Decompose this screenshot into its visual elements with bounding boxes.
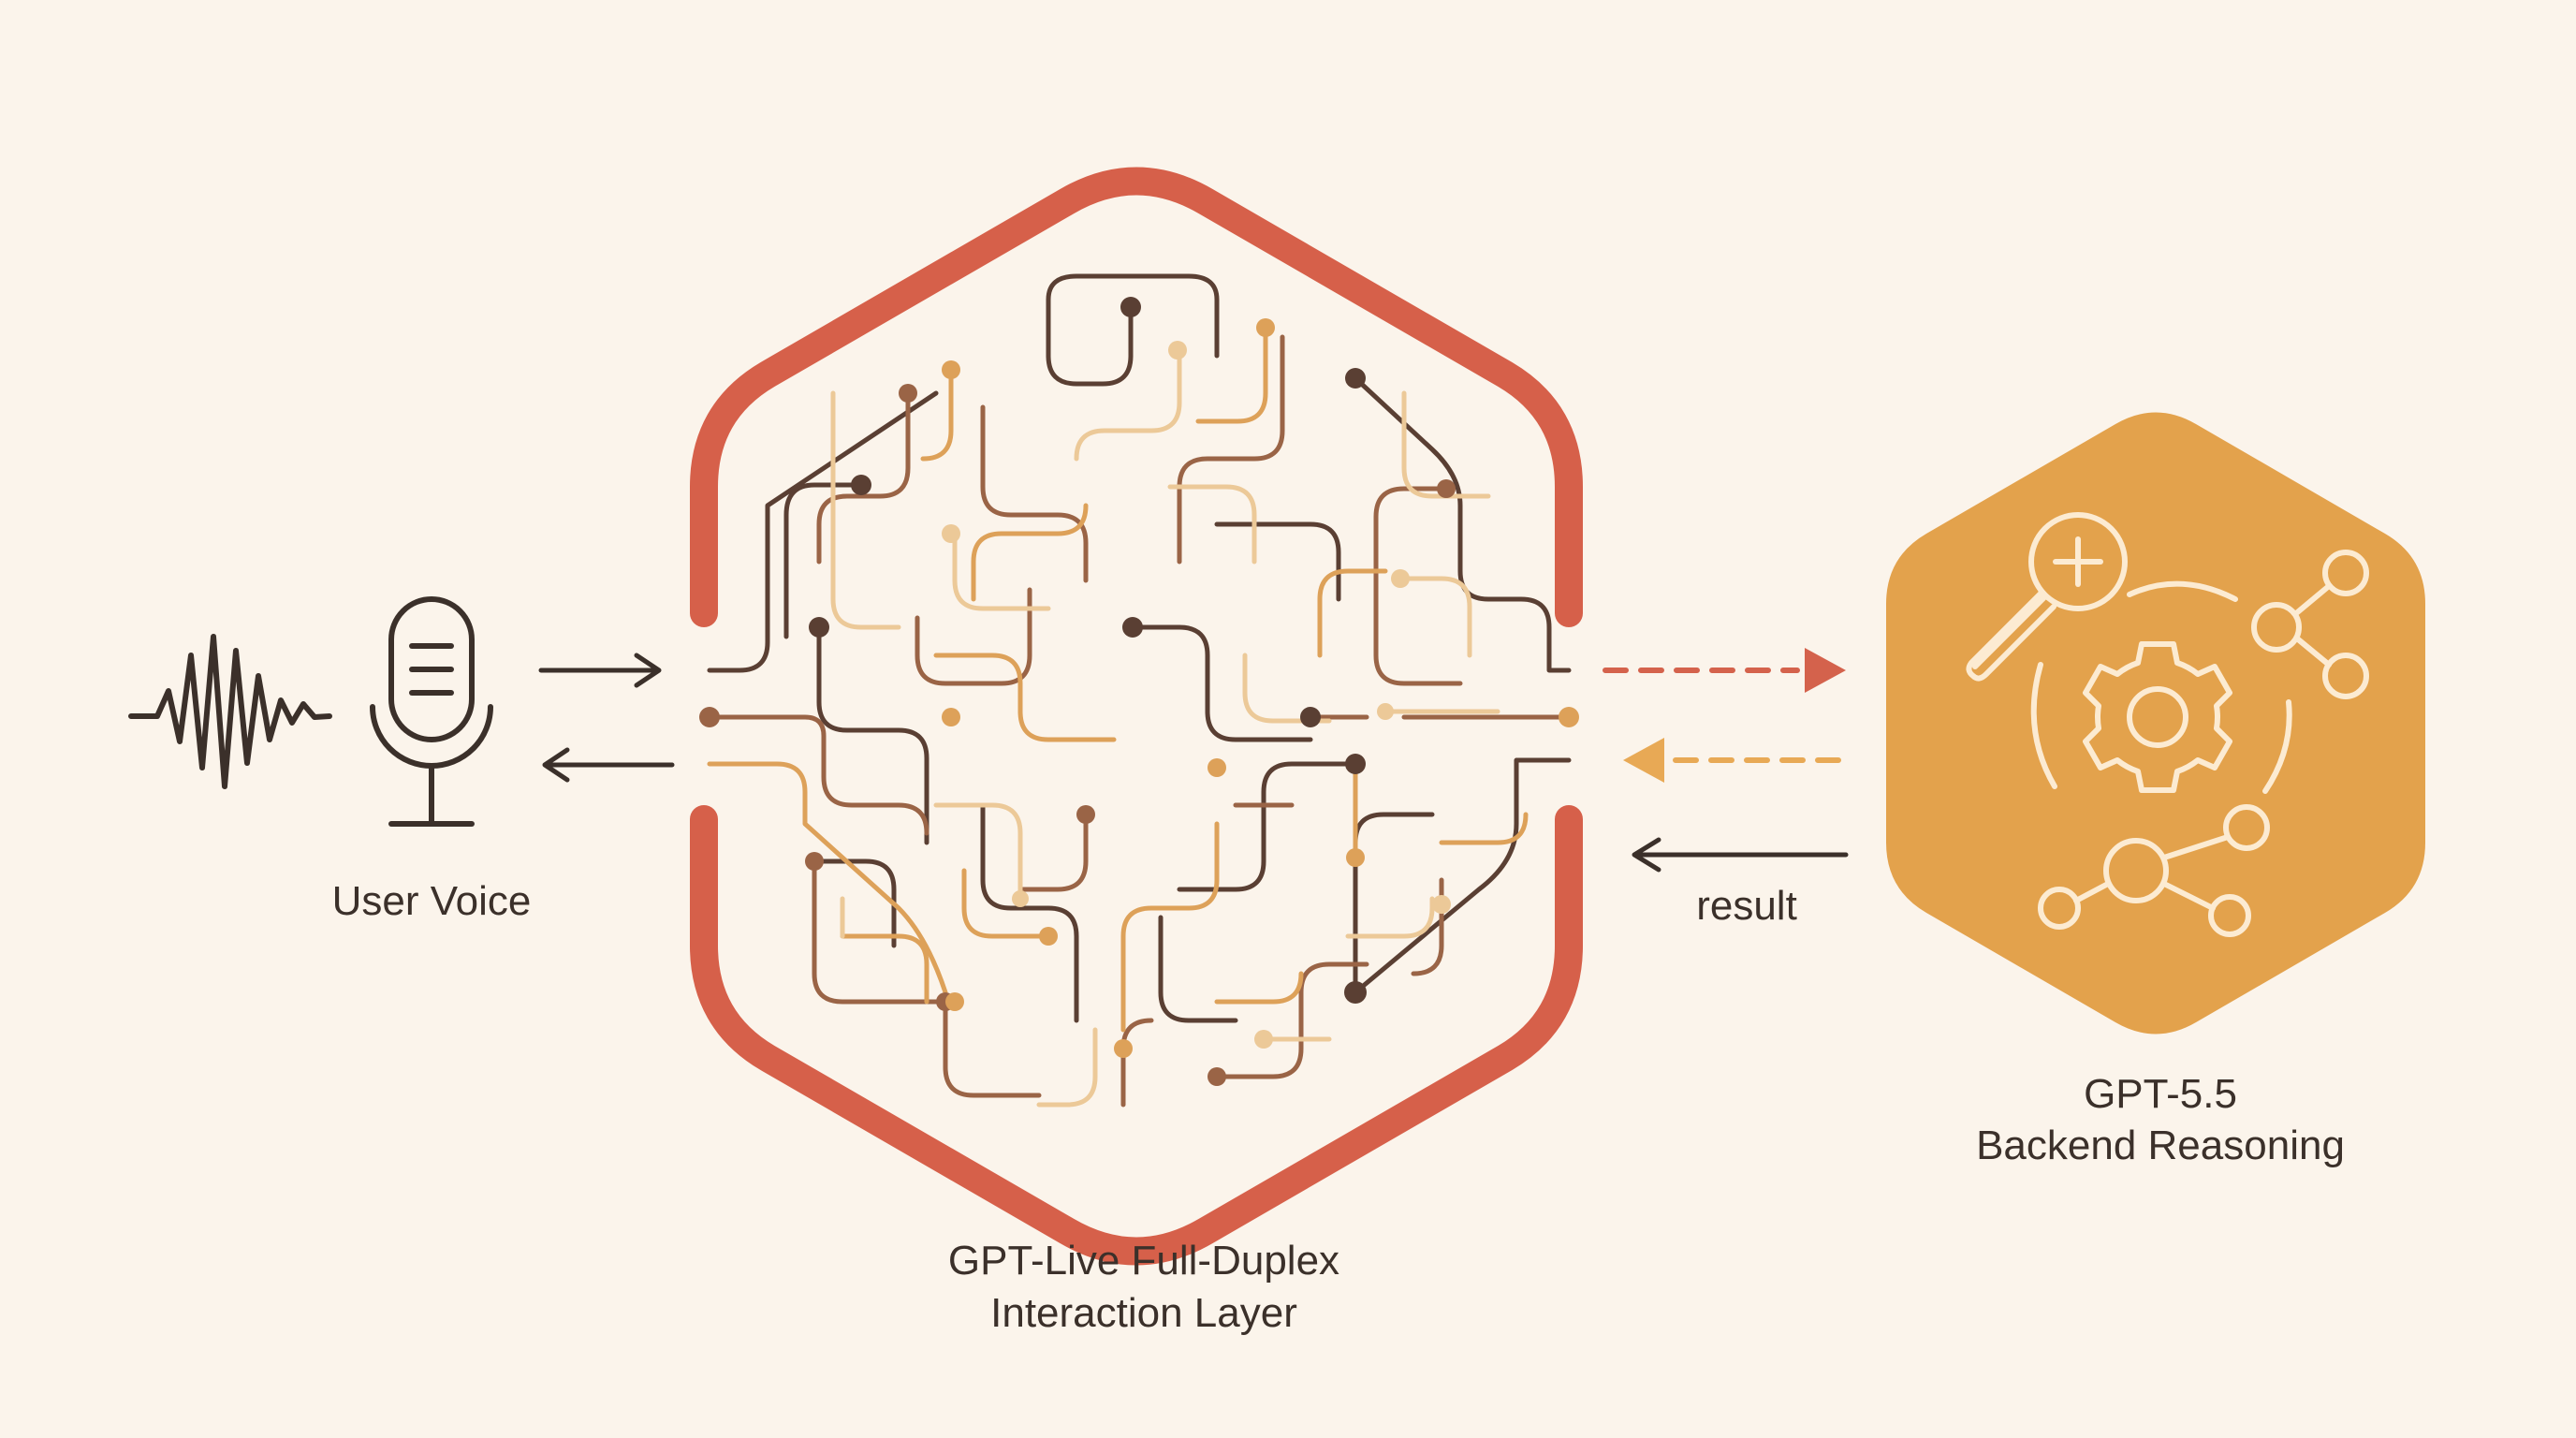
- interaction-layer-label-line1: GPT-Live Full-Duplex: [948, 1238, 1339, 1284]
- backend-icons: [1966, 512, 2369, 937]
- network-nodes-bottom-icon: [2038, 804, 2270, 937]
- waveform-icon: [128, 634, 332, 789]
- request-arrowhead: [1805, 648, 1846, 693]
- backend-hexagon: [1886, 412, 2425, 1034]
- request-arrow: [1603, 648, 1846, 693]
- result-label: result: [1696, 883, 1797, 929]
- microphone-icon: [370, 596, 493, 827]
- magnifier-plus-icon: [1966, 512, 2128, 682]
- return-arrowhead: [1623, 738, 1664, 783]
- circuit-brain-icon: [699, 273, 1579, 1108]
- network-nodes-icon: [2251, 550, 2369, 699]
- gear-icon: [2083, 641, 2232, 793]
- orbit-arc-left: [2030, 662, 2057, 789]
- result-arrow: [1632, 837, 1849, 873]
- backend-label-line1: GPT-5.5: [2084, 1071, 2237, 1117]
- user-voice-node: User Voice: [128, 596, 532, 924]
- voice-output-arrowhead: [542, 747, 570, 783]
- backend-reasoning-node: GPT-5.5 Backend Reasoning: [1886, 412, 2425, 1168]
- user-layer-arrows: [538, 653, 675, 783]
- interaction-layer-node: GPT-Live Full-Duplex Interaction Layer: [690, 167, 1583, 1336]
- voice-input-arrowhead: [634, 653, 662, 688]
- orbit-arc-right: [2262, 699, 2292, 794]
- user-voice-label: User Voice: [332, 878, 532, 924]
- hexagon-frame-bottom: [690, 805, 1583, 1266]
- hexagon-frame-top: [690, 167, 1583, 627]
- return-arrow: [1623, 738, 1852, 783]
- interaction-layer-label-line2: Interaction Layer: [990, 1290, 1297, 1336]
- hexagon-frame: [690, 167, 1583, 1266]
- result-arrowhead: [1632, 837, 1661, 873]
- backend-label-line2: Backend Reasoning: [1976, 1123, 2345, 1168]
- orbit-arc-top: [2127, 580, 2238, 602]
